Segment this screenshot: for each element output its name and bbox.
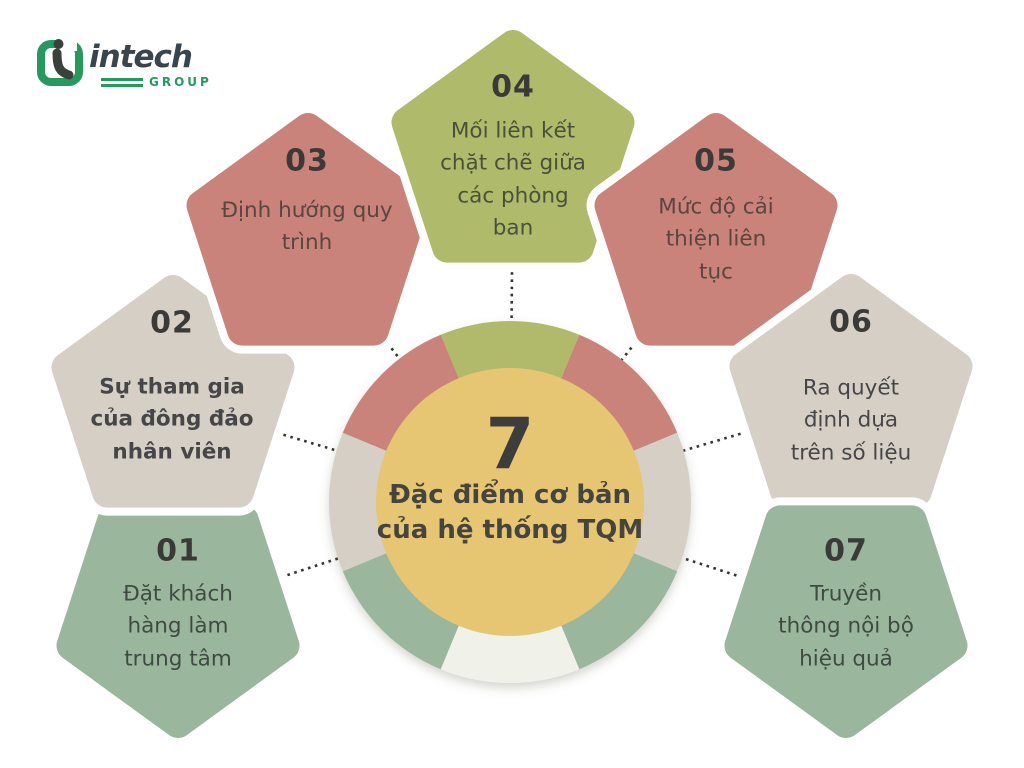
ring-segment-bottom: [440, 624, 580, 683]
pentagon-05-shape: [594, 113, 838, 346]
item-05-label: Mức độ cải thiện liên tục: [658, 194, 774, 285]
ring-segment-left: [329, 432, 388, 572]
logo-brand-text: intech: [89, 39, 193, 75]
intech-logo-icon: [37, 37, 83, 86]
center-circle: [376, 368, 644, 636]
item-04-label: Mối liên kết chặt chẽ giữa các phòng ban: [440, 118, 586, 241]
center-number: 7: [485, 403, 535, 485]
item-06-number: 06: [829, 304, 873, 340]
item-03-label: Định hướng quy trình: [221, 197, 393, 255]
ring-segment-upper-right: [560, 334, 678, 452]
tqm-ring: [329, 321, 691, 683]
ring-segment-top: [440, 321, 580, 380]
ring-segment-upper-left: [342, 334, 460, 452]
ring-segment-lower-right: [560, 552, 678, 670]
pentagon-06: [721, 266, 981, 515]
item-03-number: 03: [285, 143, 329, 179]
item-05-number: 05: [694, 143, 738, 179]
item-01-label: Đặt khách hàng làm trung tâm: [123, 581, 233, 672]
pentagon-07-shape: [724, 505, 968, 738]
pentagon-07: [716, 497, 976, 746]
item-06-label: Ra quyết định dựa trên số liệu: [790, 375, 912, 466]
intech-group-logo: intech GROUP: [36, 32, 212, 89]
pentagon-01: [48, 497, 308, 746]
item-07-label: Truyền thông nội bộ hiệu quả: [778, 581, 914, 672]
item-01-number: 01: [156, 533, 200, 569]
pentagon-03: [178, 105, 438, 354]
item-02-label: Sự tham gia của đông đảo nhân viên: [90, 374, 254, 465]
pentagon-03-shape: [186, 113, 430, 346]
center-title: Đặc điểm cơ bản của hệ thống TQM: [376, 479, 644, 545]
item-02-number: 02: [150, 305, 194, 341]
ring-segment-right: [632, 432, 691, 572]
ring-segment-lower-left: [342, 552, 460, 670]
pentagon-05: [586, 105, 846, 354]
pentagon-04: [383, 22, 643, 271]
item-07-number: 07: [824, 533, 868, 569]
pentagon-06-shape: [729, 274, 973, 507]
item-04-number: 04: [491, 69, 535, 105]
logo-bars: [101, 77, 143, 87]
pentagon-04-shape: [391, 30, 635, 263]
logo-text: intech GROUP: [89, 32, 212, 90]
logo-subline: GROUP: [101, 75, 212, 89]
pentagon-01-shape: [56, 505, 300, 738]
logo-group-text: GROUP: [149, 75, 212, 89]
